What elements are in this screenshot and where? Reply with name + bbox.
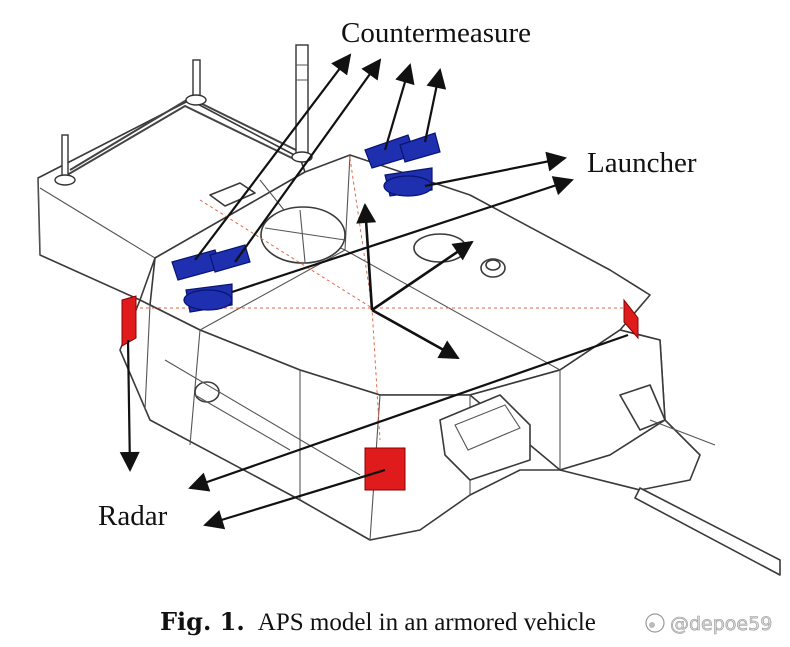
coordinate-axes: [356, 203, 474, 360]
caption-prefix: Fig. 1.: [160, 607, 245, 636]
label-launcher: Launcher: [587, 147, 697, 179]
launcher-arrows: [231, 151, 574, 294]
antenna-tall: [291, 44, 313, 163]
label-radar: Radar: [98, 500, 168, 532]
commander-hatch: [260, 206, 346, 264]
gun-barrel: [634, 487, 781, 576]
antenna-left: [54, 134, 76, 186]
watermark: @depoe59: [645, 613, 773, 635]
radar-arrows: [119, 333, 629, 530]
radar-panel-front: [364, 447, 406, 491]
figure-caption: Fig. 1. APS model in an armored vehicle: [160, 607, 596, 636]
radar-panel-right: [623, 298, 639, 340]
gunner-sight: [439, 394, 531, 481]
countermeasure-arrows: [194, 53, 447, 263]
launcher-front: [364, 132, 441, 197]
loader-hatch: [413, 233, 467, 263]
turret-body: [37, 44, 781, 576]
weibo-icon: [645, 613, 665, 633]
launcher-rear: [171, 244, 251, 313]
label-countermeasure: Countermeasure: [341, 17, 531, 49]
radar-panel-left: [121, 295, 137, 347]
antenna-center: [185, 59, 207, 106]
caption-text: APS model in an armored vehicle: [258, 609, 596, 636]
watermark-text: @depoe59: [670, 613, 772, 635]
